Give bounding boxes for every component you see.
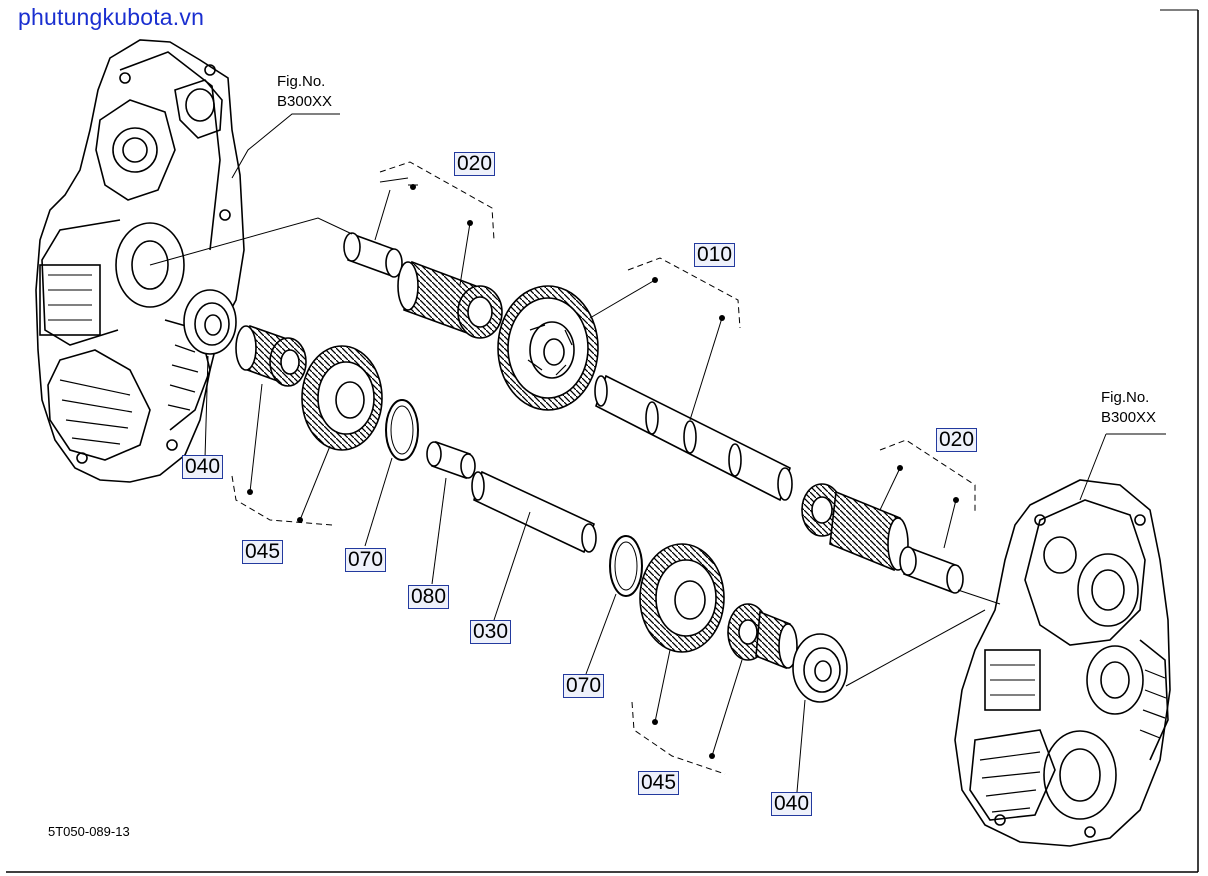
fig-ref-left[interactable]: Fig.No. B300XX <box>277 72 332 112</box>
assembly-centerlines <box>149 217 1001 687</box>
upper-shaft-assembly <box>343 232 964 594</box>
callout-030[interactable]: 030 <box>470 620 512 644</box>
callout-020-right[interactable]: 020 <box>936 428 978 452</box>
callout-040-right[interactable]: 040 <box>771 792 813 816</box>
fig-ref-left-number: B300XX <box>277 93 333 110</box>
fig-ref-right-number: B300XX <box>1101 409 1157 426</box>
lower-shaft-assembly <box>183 289 848 703</box>
fig-ref-left-label: Fig.No. <box>277 73 326 90</box>
leader-dots <box>247 184 959 759</box>
callout-070-right[interactable]: 070 <box>563 674 605 698</box>
fig-ref-right[interactable]: Fig.No. B300XX <box>1101 388 1156 428</box>
callout-010[interactable]: 010 <box>694 243 736 267</box>
callout-070-left[interactable]: 070 <box>345 548 387 572</box>
callout-020-top[interactable]: 020 <box>454 152 496 176</box>
callout-040-left[interactable]: 040 <box>182 455 224 479</box>
drawing-code: 5T050-089-13 <box>48 824 130 839</box>
callout-045-left[interactable]: 045 <box>242 540 284 564</box>
callout-045-right[interactable]: 045 <box>638 771 680 795</box>
frame-border <box>6 9 1199 873</box>
watermark-text: phutungkubota.vn <box>18 4 205 30</box>
right-housing <box>954 479 1171 847</box>
leader-lines <box>204 113 1166 793</box>
fig-ref-right-label: Fig.No. <box>1101 389 1150 406</box>
callout-080[interactable]: 080 <box>408 585 450 609</box>
left-housing <box>35 39 245 483</box>
